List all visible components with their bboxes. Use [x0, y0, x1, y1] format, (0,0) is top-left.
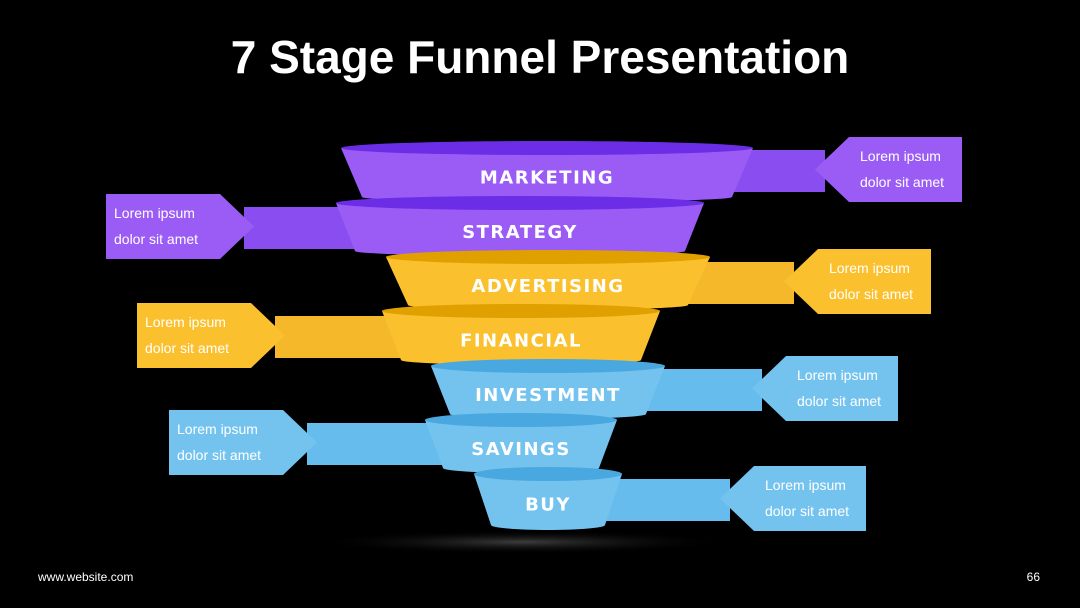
funnel-stage-body-6	[425, 420, 617, 473]
stage-label-2: STRATEGY	[462, 222, 578, 243]
callout-line1-1: Lorem ipsum	[860, 148, 941, 164]
funnel-stage-rim-4	[382, 304, 660, 318]
callout-line1-7: Lorem ipsum	[765, 477, 846, 493]
funnel-stage-rim-2	[336, 196, 704, 210]
callout-box-4	[137, 303, 285, 368]
callout-box-1	[815, 137, 962, 202]
stage-label-5: INVESTMENT	[475, 385, 621, 406]
callout-line1-6: Lorem ipsum	[177, 421, 258, 437]
funnel-stage-body-2	[336, 203, 704, 256]
funnel-stage-body-1	[341, 148, 753, 202]
funnel-stage-4: FINANCIAL	[382, 304, 660, 365]
callout-line2-2: dolor sit amet	[114, 231, 198, 247]
callout-box-2	[106, 194, 254, 259]
callout-line1-2: Lorem ipsum	[114, 205, 195, 221]
funnel-layer: MARKETING STRATEGY ADVERTISING FINANCIAL INV…	[336, 141, 753, 530]
funnel-stage-3: ADVERTISING	[386, 250, 710, 310]
slide-title: 7 Stage Funnel Presentation	[230, 31, 850, 83]
callout-line2-1: dolor sit amet	[860, 174, 944, 190]
funnel-stage-body-7	[474, 474, 622, 530]
funnel-stage-body-3	[386, 257, 710, 310]
funnel-stage-body-5	[431, 366, 665, 419]
callout-box-6	[169, 410, 317, 475]
funnel-stage-rim-6	[425, 413, 617, 427]
callout-line2-3: dolor sit amet	[829, 286, 913, 302]
callout-line2-5: dolor sit amet	[797, 393, 881, 409]
callout-line2-4: dolor sit amet	[145, 340, 229, 356]
stage-label-4: FINANCIAL	[460, 331, 582, 352]
funnel-stage-rim-1	[341, 141, 753, 155]
footer-url[interactable]: www.website.com	[38, 570, 134, 584]
callout-box-7	[720, 466, 866, 531]
funnel-stage-6: SAVINGS	[425, 413, 617, 473]
funnel-stage-rim-3	[386, 250, 710, 264]
funnel-stage-1: MARKETING	[341, 141, 753, 202]
callout-line2-6: dolor sit amet	[177, 447, 261, 463]
funnel-stage-7: BUY	[474, 467, 622, 530]
stage-label-3: ADVERTISING	[471, 276, 624, 297]
stage-label-1: MARKETING	[480, 168, 614, 189]
callout-line2-7: dolor sit amet	[765, 503, 849, 519]
stage-label-7: BUY	[525, 495, 571, 516]
callout-line1-4: Lorem ipsum	[145, 314, 226, 330]
funnel-stage-rim-7	[474, 467, 622, 481]
page-number: 66	[1026, 570, 1040, 584]
funnel-floor-shadow	[312, 530, 732, 554]
stage-label-6: SAVINGS	[471, 439, 571, 460]
callout-box-3	[784, 249, 931, 314]
funnel-stage-5: INVESTMENT	[431, 359, 665, 419]
callout-line1-5: Lorem ipsum	[797, 367, 878, 383]
funnel-stage-2: STRATEGY	[336, 196, 704, 256]
funnel-stage-rim-5	[431, 359, 665, 373]
callout-line1-3: Lorem ipsum	[829, 260, 910, 276]
callout-box-5	[752, 356, 898, 421]
funnel-stage-body-4	[382, 311, 660, 365]
